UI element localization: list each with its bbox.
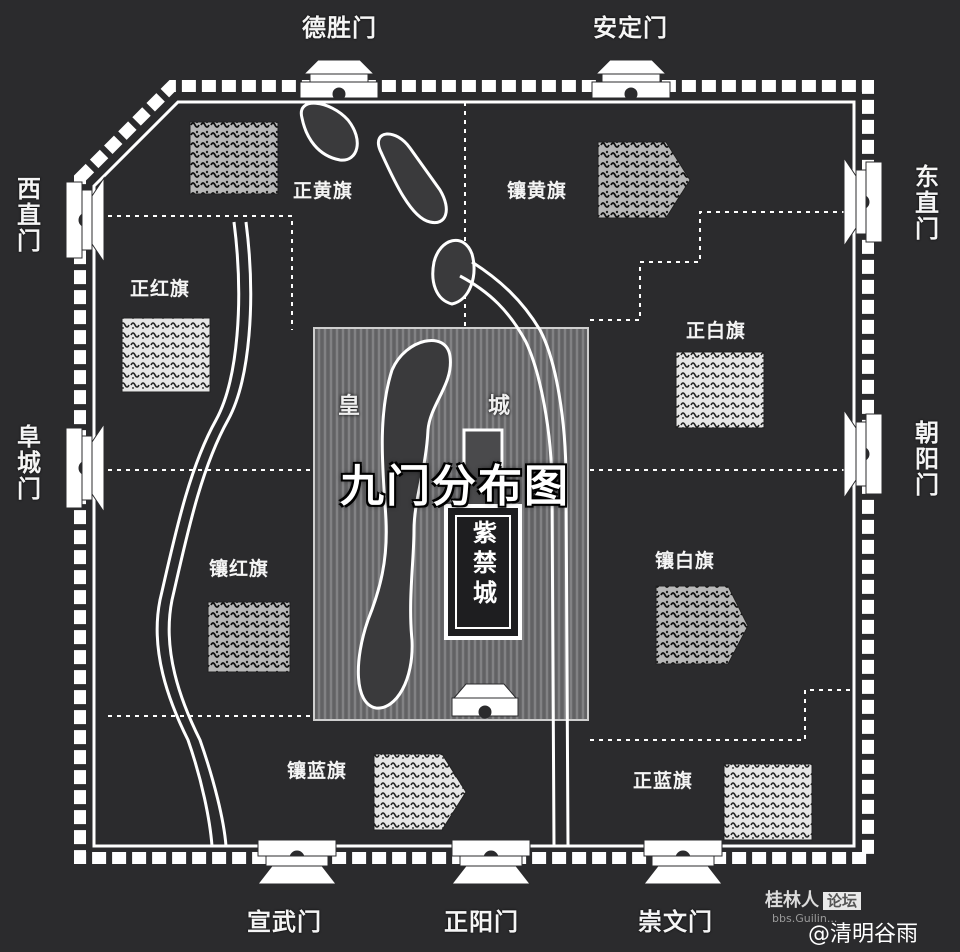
gate-label-xizhimen: 西直门 [17,174,41,255]
banner-label-zhengbai: 正白旗 [686,320,747,342]
watermark-logo: 桂林人论坛 [765,886,862,912]
flag-xianglan [373,753,467,831]
gate-label-chongwenmen: 崇文门 [638,907,713,936]
flag-zhenghuang [189,121,279,195]
lake-jishuitan [299,101,359,162]
gate-tower-tiananmen [451,683,519,719]
gate-tower-chongwenmen [642,839,724,885]
banner-label-xiangbai: 镶白旗 [655,550,716,572]
forbidden-city [444,428,522,640]
canals [155,221,570,847]
gate-towers [65,59,883,885]
banner-label-xianghong: 镶红旗 [209,558,270,580]
lake-north [431,238,476,306]
flag-zhenghong [121,317,211,393]
imperial-city-char-1: 皇 [338,393,361,419]
gate-tower-fuchengmen [65,422,105,514]
gate-tower-zhengyangmen [450,839,532,885]
gate-tower-andingmen [591,59,671,101]
gate-tower-deshengmen [299,59,379,101]
flag-zhenglan [723,763,813,841]
banner-flags [121,121,813,841]
gate-tower-xizhimen [65,176,105,264]
banner-label-xianglan: 镶蓝旗 [287,760,348,782]
forbidden-city-label: 紫禁城 [473,518,497,607]
gate-tower-chaoyangmen [843,408,883,500]
gate-tower-xuanwumen [256,839,338,885]
flag-xiangbai [655,585,749,665]
banner-label-zhenglan: 正蓝旗 [633,770,694,792]
flag-xianghuang [597,141,691,219]
banner-label-zhenghuang: 正黄旗 [293,180,354,202]
gate-label-andingmen: 安定门 [593,13,668,42]
flag-xianghong [207,601,291,673]
lake-shichahai [376,132,448,225]
gate-label-deshengmen: 德胜门 [302,13,377,42]
map-title: 九门分布图 [340,461,570,512]
watermark-logo-text: 桂林人 [765,890,819,911]
banner-label-xianghuang: 镶黄旗 [507,180,568,202]
watermark-credit: @清明谷雨 [808,922,919,947]
watermark-url: bbs.Guilin... [772,912,838,925]
gate-tower-dongzhimen [843,156,883,248]
lake-zhongnanhai [356,339,452,710]
watermark-logo-tag: 论坛 [823,892,862,910]
imperial-city-char-2: 城 [488,393,511,419]
gate-label-zhengyangmen: 正阳门 [444,907,519,936]
gate-label-chaoyangmen: 朝阳门 [915,418,939,499]
gate-label-fuchengmen: 阜城门 [17,422,41,503]
banner-label-zhenghong: 正红旗 [130,278,191,300]
gate-label-dongzhimen: 东直门 [915,162,939,243]
lakes [299,101,476,710]
flag-zhengbai [675,351,765,429]
gate-label-xuanwumen: 宣武门 [247,907,322,936]
